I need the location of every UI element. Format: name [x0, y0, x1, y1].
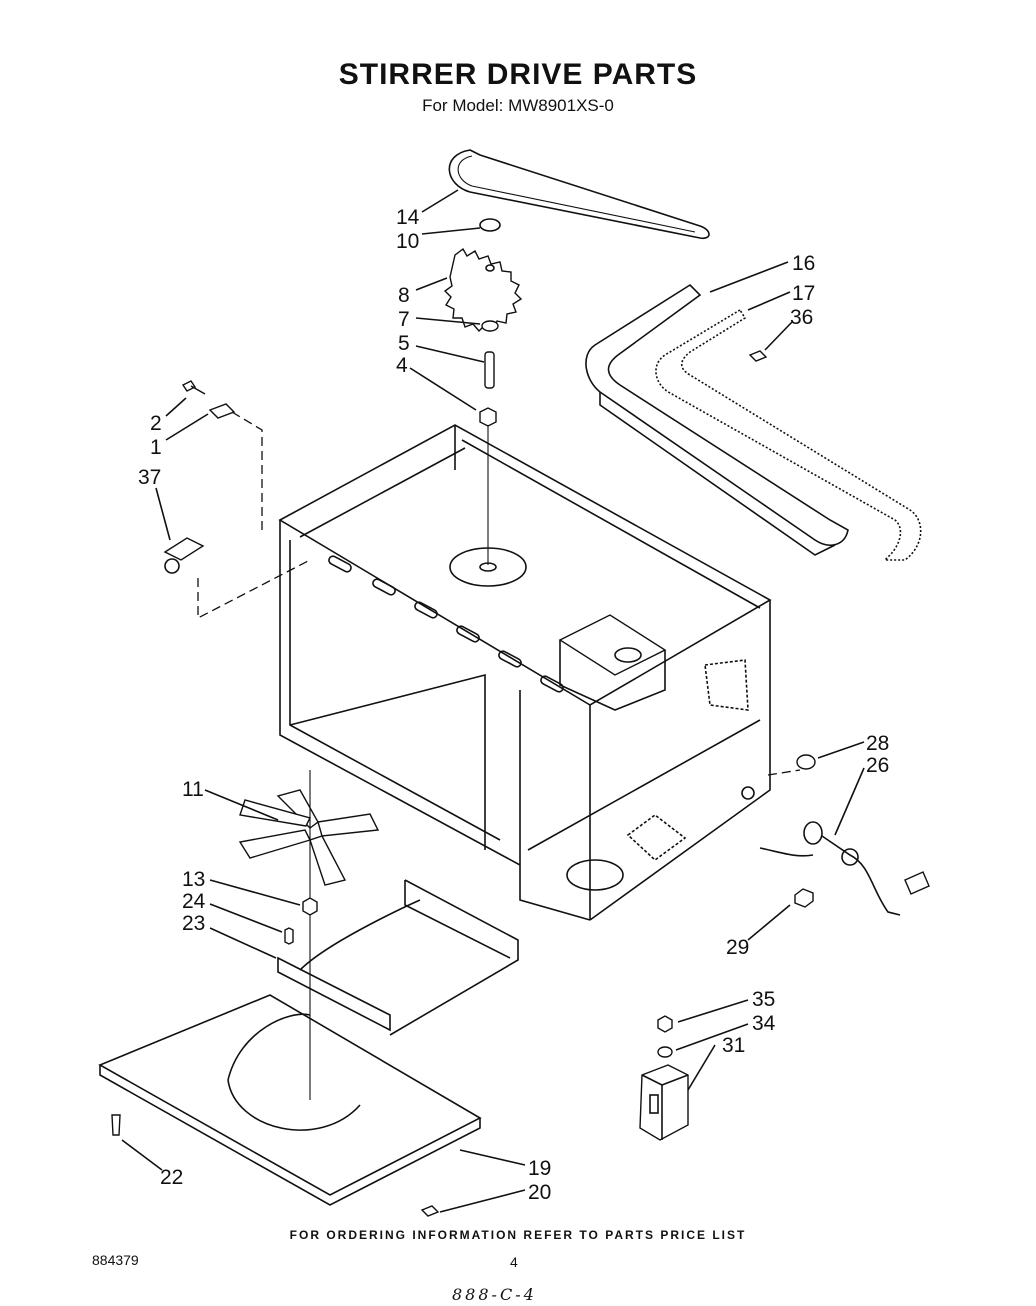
callout-1: 1	[150, 436, 162, 459]
shaft-drawing	[484, 351, 495, 389]
callout-5: 5	[398, 332, 410, 355]
air-guide-drawing	[585, 283, 849, 546]
grommet-drawing	[796, 754, 816, 770]
callout-22: 22	[160, 1166, 183, 1189]
callout-26: 26	[866, 754, 889, 777]
callout-37: 37	[138, 466, 161, 489]
callout-24: 24	[182, 890, 206, 913]
stirrer-motor-drawing	[639, 1064, 689, 1141]
belt-drawing	[448, 149, 710, 240]
screw-drawing	[181, 380, 206, 395]
callout-31: 31	[722, 1034, 745, 1057]
thermal-bracket-drawing	[163, 537, 205, 561]
oven-cavity-drawing	[278, 424, 772, 921]
mounting-plate-drawing	[277, 956, 391, 1032]
sprocket-drawing	[443, 247, 523, 333]
washer-drawing	[481, 320, 499, 332]
nut-switch-drawing	[657, 1015, 673, 1033]
callout-2: 2	[150, 412, 162, 435]
screw-base-drawing	[111, 1114, 121, 1136]
bushing-drawing	[479, 407, 497, 427]
washer-switch-drawing	[657, 1046, 673, 1058]
callout-17: 17	[792, 282, 815, 305]
clamp-drawing	[794, 888, 814, 908]
callout-28: 28	[866, 732, 889, 755]
document-number: 884379	[92, 1252, 139, 1268]
callout-36: 36	[790, 306, 813, 329]
callout-29: 29	[726, 936, 749, 959]
callout-13: 13	[182, 868, 205, 891]
ordering-note: FOR ORDERING INFORMATION REFER TO PARTS …	[289, 1228, 747, 1242]
callout-14: 14	[396, 206, 420, 229]
callout-34: 34	[752, 1012, 776, 1035]
handwritten-note: 888-C-4	[452, 1285, 537, 1304]
page-number: 4	[510, 1254, 518, 1270]
model-subtitle: For Model: MW8901XS-0	[422, 96, 614, 115]
power-cord-drawing	[759, 821, 930, 916]
base-plate-drawing	[98, 994, 482, 1206]
callout-11: 11	[182, 778, 204, 801]
stirrer-blade-drawing	[238, 789, 380, 886]
callout-10: 10	[396, 230, 419, 253]
nut-drawing	[302, 897, 318, 916]
callout-8: 8	[398, 284, 410, 307]
callout-23: 23	[182, 912, 205, 935]
callout-20: 20	[528, 1181, 551, 1204]
callout-7: 7	[398, 308, 410, 331]
callout-4: 4	[396, 354, 408, 377]
page-title: STIRRER DRIVE PARTS	[338, 58, 698, 91]
screw-rear-drawing	[420, 1205, 440, 1217]
clip-drawing	[479, 218, 501, 232]
callout-19: 19	[528, 1157, 551, 1180]
callout-35: 35	[752, 988, 775, 1011]
stud-drawing	[284, 927, 294, 945]
callout-16: 16	[792, 252, 815, 275]
gasket-drawing	[655, 308, 922, 561]
leader-lines	[121, 189, 865, 1213]
bracket-drawing	[208, 403, 236, 419]
